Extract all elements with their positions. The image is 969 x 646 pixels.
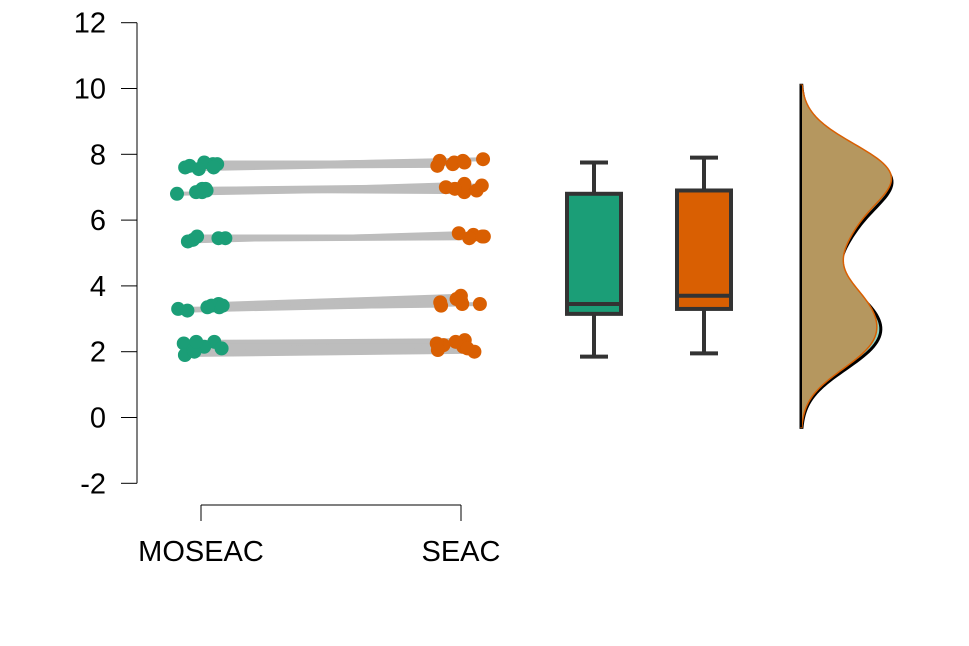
y-tick-label: 2 (90, 337, 106, 369)
data-point (438, 180, 453, 195)
data-point (457, 155, 472, 170)
data-point (448, 334, 463, 349)
data-point (469, 183, 484, 198)
pair-line (222, 297, 457, 308)
y-tick-label: 8 (90, 139, 106, 171)
data-point (430, 343, 445, 358)
y-tick-label: 4 (90, 271, 106, 303)
data-point (189, 185, 204, 200)
data-point (472, 296, 487, 311)
y-tick-label: -2 (80, 468, 106, 500)
box-iqr (675, 188, 733, 311)
density-seac (800, 84, 893, 429)
data-point (475, 229, 490, 244)
data-point (460, 341, 475, 356)
pair-line (196, 185, 446, 195)
data-point (433, 295, 448, 310)
y-tick-label: 6 (90, 205, 106, 237)
data-point (199, 183, 214, 198)
data-point (189, 334, 204, 349)
data-point (214, 341, 229, 356)
x-axis: MOSEAC SEAC (138, 504, 501, 568)
y-tick-label: 12 (74, 8, 106, 40)
boxplots (565, 155, 733, 359)
x-tick-label: SEAC (422, 536, 501, 568)
pair-line (187, 301, 480, 313)
data-point (218, 231, 233, 246)
data-points (169, 152, 491, 362)
data-point (206, 160, 221, 175)
y-axis: -2 0 2 4 6 8 10 12 (74, 8, 138, 500)
x-tick-label: MOSEAC (138, 536, 264, 568)
pair-line (204, 344, 468, 351)
density-clouds (799, 83, 894, 429)
data-point (462, 231, 477, 246)
data-point (449, 292, 464, 307)
data-point (451, 226, 466, 241)
data-point (182, 158, 197, 173)
data-point (200, 300, 215, 315)
data-point (180, 234, 195, 249)
pair-line (213, 160, 465, 170)
y-tick-label: 0 (90, 403, 106, 435)
box-iqr (565, 191, 623, 316)
data-point (180, 303, 195, 318)
pair-line (184, 349, 475, 357)
pair-line (225, 234, 483, 241)
data-point (476, 152, 491, 167)
data-point (169, 186, 184, 201)
data-point (432, 153, 447, 168)
data-point (215, 298, 230, 313)
y-tick-label: 10 (74, 74, 106, 106)
paired-lines (176, 157, 484, 357)
pair-line (194, 348, 438, 354)
